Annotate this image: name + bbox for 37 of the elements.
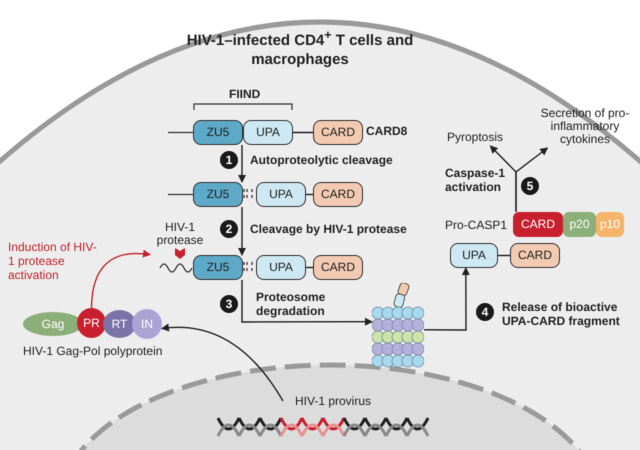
edge-label: Autoproteolytic cleavage [250, 153, 394, 167]
edge-label: Cleavage by HIV-1 protease [250, 222, 408, 236]
protein-domain: UPA [256, 255, 306, 280]
edge-label: Caspase-1 activation [445, 166, 506, 194]
arrow [241, 280, 373, 326]
label-text: Secretion of pro-inflammatory cytokines [538, 104, 632, 148]
edge-label: Proteosome degradation [256, 290, 326, 318]
edge-label: Release of bioactive UPA-CARD fragment [502, 300, 621, 328]
arrow [90, 250, 151, 308]
label-text: HIV-1 provirus [283, 392, 383, 410]
label-text: Pyroptosis [440, 128, 510, 146]
arrow [424, 267, 470, 331]
linker-line [293, 132, 313, 134]
title: HIV-1–infected CD4$^{+}$ T cells and macrophages [186, 27, 414, 69]
domain-label: FIIND [229, 87, 262, 101]
arrow [515, 147, 548, 212]
protein-domain: UPA [450, 243, 498, 268]
protein-label: HIV-1 Gag-Pol polyprotein [23, 344, 164, 358]
protein-domain: CARD [313, 182, 363, 207]
protein-domain: CARD [510, 243, 560, 268]
protein-domain: ZU5 [193, 182, 243, 207]
protein-domain: ZU5 [193, 120, 243, 145]
protein-domain: p20 [563, 212, 596, 237]
protein-domain: p10 [596, 212, 624, 237]
arrow [161, 324, 284, 402]
arrow [238, 207, 246, 256]
protein-domain: UPA [243, 120, 293, 145]
arrow [238, 145, 246, 183]
protein-domain: CARD [313, 255, 363, 280]
protein-domain: UPA [256, 182, 306, 207]
edge-label: Induction of HIV-1 protease activation [8, 240, 98, 282]
protein-domain: CARD [313, 120, 363, 145]
protein-domain: CARD [513, 212, 563, 237]
linker-line [498, 254, 510, 256]
node-caption: CARD8 [366, 124, 408, 138]
protein-domain: ZU5 [193, 255, 243, 280]
node-caption: Pro-CASP1 [445, 218, 508, 232]
